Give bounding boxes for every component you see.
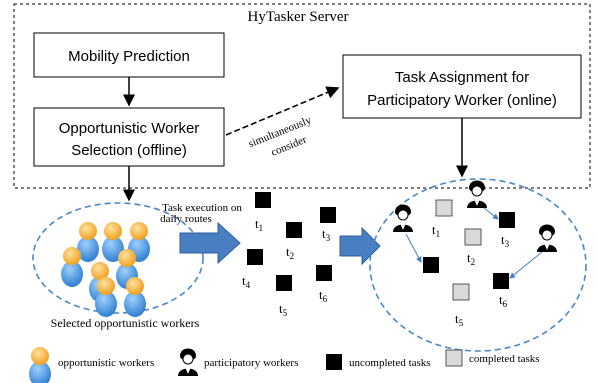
opportunistic-worker-icon <box>29 347 51 383</box>
route-arrow <box>483 207 499 220</box>
task-label-t1-mid: t1 <box>255 216 263 233</box>
task-label-t5-right: t5 <box>455 311 464 328</box>
completed-task-square <box>464 228 482 246</box>
task-execution-label-1: Task execution on <box>162 202 242 214</box>
uncompleted-task-square <box>423 257 439 273</box>
uncompleted-task-square <box>255 192 271 208</box>
server-boundary <box>13 3 591 189</box>
flow-arrow-2 <box>339 226 381 266</box>
route-arrow <box>509 251 543 279</box>
task-label-t6-mid: t6 <box>319 287 328 304</box>
task-execution-label-2: daily routes <box>160 213 212 225</box>
middle-tasks <box>247 192 336 291</box>
participatory-worker-icon <box>536 224 558 253</box>
task-label-t2-mid: t2 <box>286 244 294 261</box>
task-label-t3-right: t3 <box>501 232 510 249</box>
participatory-worker-legend-icon <box>177 348 199 377</box>
task-label-t1-right: t1 <box>432 222 440 239</box>
completed-task-legend-icon <box>445 349 463 367</box>
task-label-t2-right: t2 <box>467 250 475 267</box>
legend-participatory-label: participatory workers <box>204 357 298 369</box>
legend: opportunistic workers participatory work… <box>29 347 540 383</box>
worker-selection-label-2: Selection (offline) <box>71 142 187 159</box>
uncompleted-task-square <box>276 275 292 291</box>
task-label-t4-mid: t4 <box>242 273 251 290</box>
task-label-t5-mid: t5 <box>279 301 288 318</box>
participatory-worker-icon <box>392 204 414 233</box>
completed-task-square <box>435 199 453 217</box>
uncompleted-task-square <box>286 222 302 238</box>
flow-arrow-1 <box>179 221 241 265</box>
participatory-worker-icon <box>466 180 488 209</box>
uncompleted-task-square <box>499 212 515 228</box>
route-arrow <box>405 233 422 263</box>
opportunistic-worker-group <box>61 222 150 317</box>
uncompleted-task-square <box>493 273 509 289</box>
task-assignment-label-2: Participatory Worker (online) <box>367 92 557 109</box>
selected-workers-caption: Selected opportunistic workers <box>51 316 200 330</box>
uncompleted-task-square <box>320 207 336 223</box>
legend-opportunistic-label: opportunistic workers <box>58 357 154 369</box>
server-title: HyTasker Server <box>248 9 349 25</box>
uncompleted-task-square <box>247 249 263 265</box>
mobility-prediction-label: Mobility Prediction <box>68 48 190 65</box>
selected-workers-ellipse <box>32 202 204 314</box>
worker-selection-box <box>33 107 225 167</box>
assignment-field-ellipse <box>369 178 587 352</box>
arrow-simultaneously <box>225 86 340 136</box>
task-assignment-box <box>342 54 582 119</box>
task-assignment-label-1: Task Assignment for <box>395 69 529 86</box>
task-label-t6-right: t6 <box>499 292 508 309</box>
uncompleted-task-square <box>316 265 332 281</box>
completed-task-square <box>452 283 470 301</box>
uncompleted-task-legend-icon <box>326 354 342 370</box>
legend-uncompleted-label: uncompleted tasks <box>349 357 431 369</box>
legend-completed-label: completed tasks <box>469 353 540 365</box>
task-label-t3-mid: t3 <box>322 226 331 243</box>
worker-selection-label-1: Opportunistic Worker <box>59 120 200 137</box>
